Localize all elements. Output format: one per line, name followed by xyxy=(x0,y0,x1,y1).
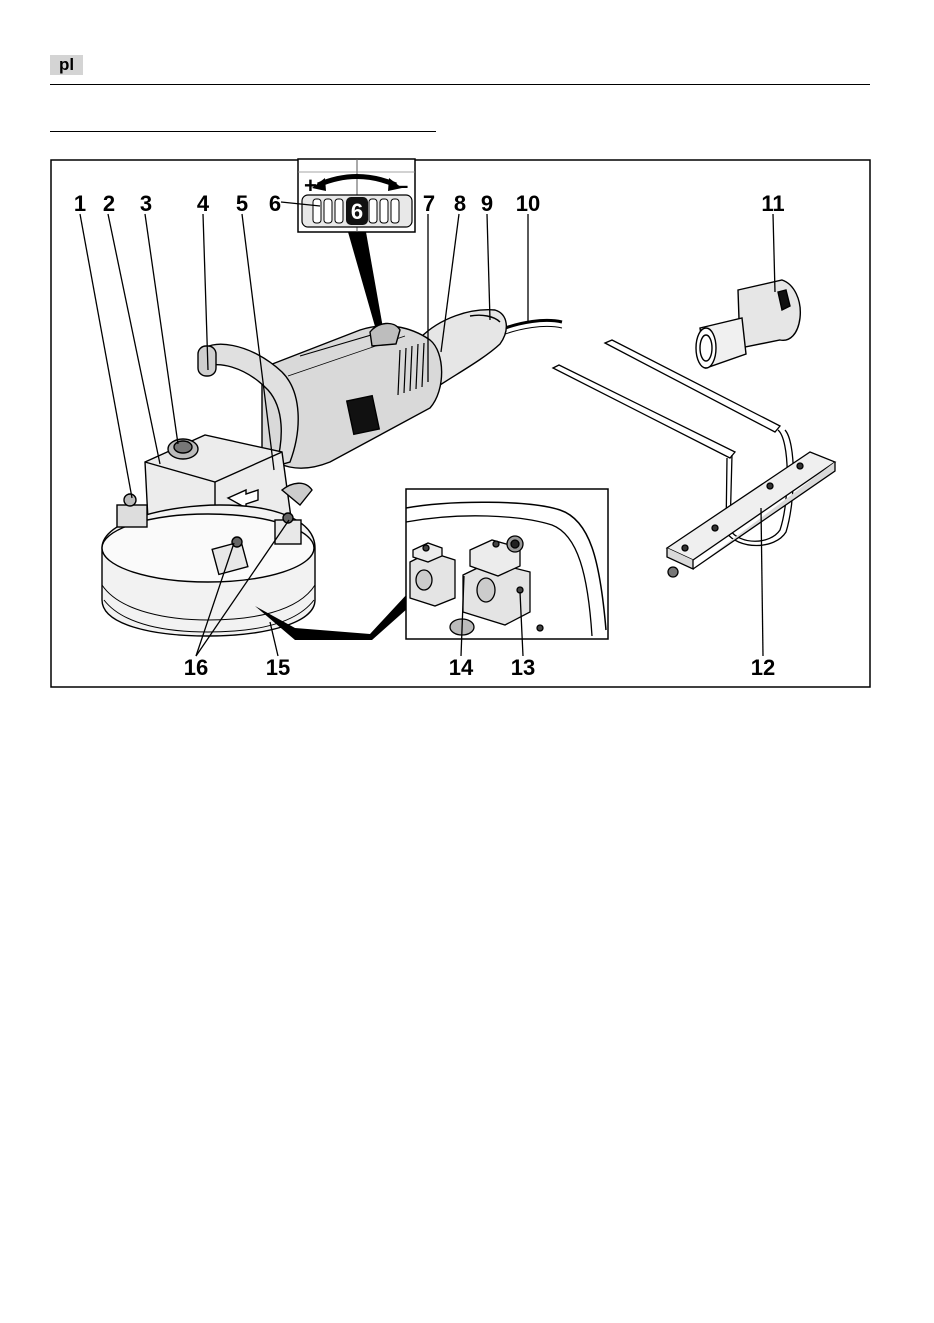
callout-14: 14 xyxy=(449,655,474,680)
callout-12: 12 xyxy=(751,655,775,680)
callout-4: 4 xyxy=(197,191,210,216)
callout-1: 1 xyxy=(74,191,86,216)
dial-plus-sign: + xyxy=(304,173,317,198)
callout-13: 13 xyxy=(511,655,535,680)
callout-11: 11 xyxy=(761,191,784,216)
suction-adapter-illustration xyxy=(696,280,800,368)
dial-pointer-wedge xyxy=(348,232,383,330)
cutter-head-detail-inset xyxy=(406,489,608,639)
callout-2: 2 xyxy=(103,191,115,216)
dial-minus-sign: – xyxy=(396,173,408,198)
callout-9: 9 xyxy=(481,191,493,216)
callout-10: 10 xyxy=(516,191,540,216)
callout-3: 3 xyxy=(140,191,152,216)
callout-7: 7 xyxy=(423,191,435,216)
callout-8: 8 xyxy=(454,191,466,216)
dial-setting-value: 6 xyxy=(351,199,363,224)
callout-16: 16 xyxy=(184,655,208,680)
callout-6: 6 xyxy=(269,191,281,216)
callout-15: 15 xyxy=(266,655,290,680)
callout-5: 5 xyxy=(236,191,248,216)
